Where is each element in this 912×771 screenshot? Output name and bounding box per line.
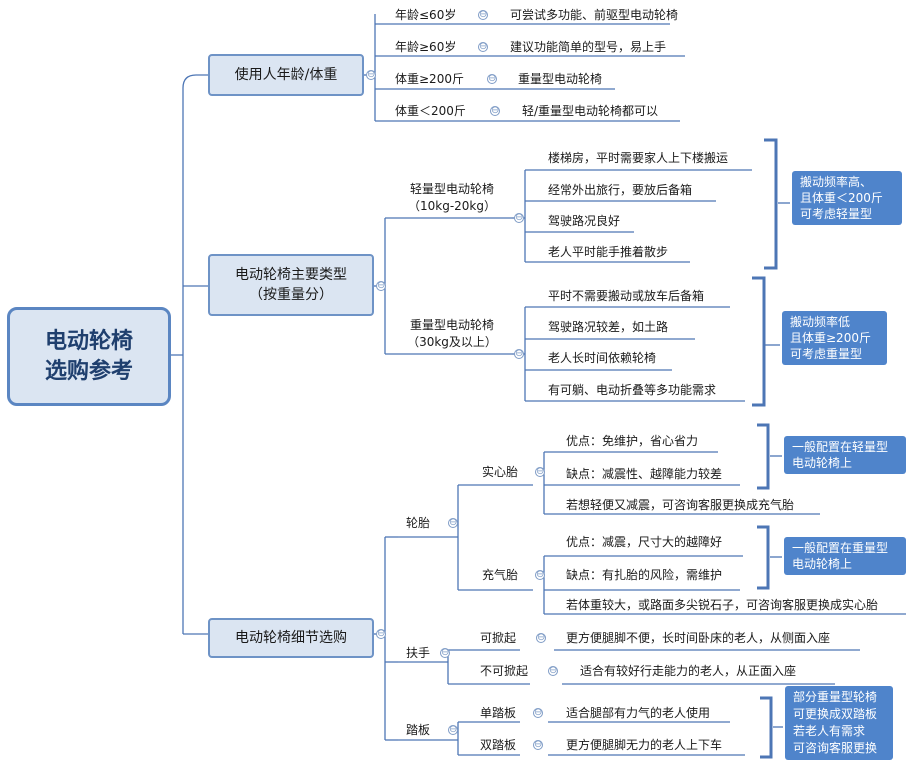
root-node[interactable]: 电动轮椅 选购参考 <box>7 307 171 406</box>
heavy-type-node[interactable]: 重量型电动轮椅 （30kg及以上） <box>396 317 508 351</box>
light-item-2: 经常外出旅行，要放后备箱 <box>548 183 693 197</box>
collapse-icon[interactable]: ⊖ <box>490 105 500 116</box>
collapse-icon[interactable]: ⊖ <box>478 9 488 20</box>
light-note-line1: 搬动频率高、 <box>800 175 873 189</box>
light-note: 搬动频率高、 且体重＜200斤 可考虑轻量型 <box>792 171 902 225</box>
age-weight-node[interactable]: 使用人年龄/体重 <box>208 54 364 96</box>
pedal-note-line1: 部分重量型轮椅 <box>793 690 878 704</box>
double-pedal-text: 更方便腿脚无力的老人上下车 <box>566 738 723 752</box>
types-title-line1: 电动轮椅主要类型 <box>235 267 347 283</box>
heavy-item-4: 有可躺、电动折叠等多功能需求 <box>548 383 717 397</box>
air-tire-note: 一般配置在重量型 电动轮椅上 <box>784 537 906 575</box>
collapse-icon[interactable]: ⊖ <box>548 665 558 676</box>
age-weight-title: 使用人年龄/体重 <box>234 67 338 83</box>
armrest-label[interactable]: 扶手 <box>406 646 431 660</box>
pedal-note: 部分重量型轮椅 可更换成双踏板 若老人有需求 可咨询客服更换 <box>785 686 893 760</box>
heavy-item-3: 老人长时间依赖轮椅 <box>548 351 657 365</box>
collapse-icon[interactable]: ⊖ <box>487 73 497 84</box>
light-type-line2: （10kg-20kg） <box>407 199 496 213</box>
solid-tire-label[interactable]: 实心胎 <box>482 465 519 479</box>
heavy-item-1: 平时不需要搬动或放车后备箱 <box>548 289 705 303</box>
solid-note-line2: 电动轮椅上 <box>792 456 853 470</box>
heavy-note-line2: 且体重≥200斤 <box>790 331 871 345</box>
light-note-line2: 且体重＜200斤 <box>800 191 883 205</box>
fixed-label[interactable]: 不可掀起 <box>480 664 529 678</box>
heavy-type-line1: 重量型电动轮椅 <box>409 318 494 332</box>
detail-node[interactable]: 电动轮椅细节选购 <box>208 618 374 658</box>
air-tire-pro: 优点：减震，尺寸大的越障好 <box>566 535 723 549</box>
collapse-icon[interactable]: ⊖ <box>533 707 543 718</box>
weight-cond-2: 体重＜200斤 <box>395 104 466 118</box>
pedal-note-line4: 可咨询客服更换 <box>793 741 878 755</box>
collapse-icon[interactable]: ⊖ <box>533 739 543 750</box>
heavy-type-line2: （30kg及以上） <box>407 335 497 349</box>
double-pedal-label[interactable]: 双踏板 <box>480 738 517 752</box>
tire-label[interactable]: 轮胎 <box>406 516 431 530</box>
collapse-icon[interactable]: ⊖ <box>448 517 458 528</box>
age-text-1: 可尝试多功能、前驱型电动轮椅 <box>510 8 679 22</box>
pedal-note-line2: 可更换成双踏板 <box>793 707 878 721</box>
collapse-icon[interactable]: ⊖ <box>448 724 458 735</box>
liftable-text: 更方便腿脚不便，长时间卧床的老人，从侧面入座 <box>566 631 831 645</box>
air-tire-label[interactable]: 充气胎 <box>482 568 519 582</box>
types-title-line2: （按重量分） <box>249 287 333 303</box>
root-title-line2: 选购参考 <box>44 358 133 384</box>
heavy-item-2: 驾驶路况较差，如土路 <box>548 320 669 334</box>
collapse-icon[interactable]: ⊖ <box>514 348 524 359</box>
collapse-icon[interactable]: ⊖ <box>514 212 524 223</box>
air-tire-con: 缺点：有扎胎的风险，需维护 <box>566 568 723 582</box>
air-tire-tip: 若体重较大，或路面多尖锐石子，可咨询客服更换成实心胎 <box>566 598 879 612</box>
collapse-icon[interactable]: ⊖ <box>536 632 546 643</box>
light-item-4: 老人平时能手推着散步 <box>548 245 669 259</box>
liftable-label[interactable]: 可掀起 <box>480 631 517 645</box>
heavy-note-line3: 可考虑重量型 <box>790 347 863 361</box>
age-text-2: 建议功能简单的型号，易上手 <box>510 40 667 54</box>
light-type-line1: 轻量型电动轮椅 <box>409 182 494 196</box>
light-type-node[interactable]: 轻量型电动轮椅 （10kg-20kg） <box>396 181 508 215</box>
solid-tire-pro: 优点：免维护，省心省力 <box>566 434 699 448</box>
weight-text-1: 重量型电动轮椅 <box>518 72 603 86</box>
root-title-line1: 电动轮椅 <box>44 328 133 354</box>
collapse-icon[interactable]: ⊖ <box>535 569 545 580</box>
collapse-icon[interactable]: ⊖ <box>535 466 545 477</box>
types-node[interactable]: 电动轮椅主要类型 （按重量分） <box>208 254 374 316</box>
solid-tire-con: 缺点：减震性、越障能力较差 <box>566 467 723 481</box>
air-note-line2: 电动轮椅上 <box>792 557 853 571</box>
pedal-note-line3: 若老人有需求 <box>793 724 866 738</box>
single-pedal-label[interactable]: 单踏板 <box>480 706 517 720</box>
collapse-icon[interactable]: ⊖ <box>366 69 376 80</box>
heavy-note: 搬动频率低 且体重≥200斤 可考虑重量型 <box>782 311 887 365</box>
collapse-icon[interactable]: ⊖ <box>376 628 386 639</box>
collapse-icon[interactable]: ⊖ <box>376 280 386 291</box>
light-note-line3: 可考虑轻量型 <box>800 207 873 221</box>
solid-note-line1: 一般配置在轻量型 <box>792 440 889 454</box>
pedal-label[interactable]: 踏板 <box>406 723 431 737</box>
solid-tire-note: 一般配置在轻量型 电动轮椅上 <box>784 436 906 474</box>
single-pedal-text: 适合腿部有力气的老人使用 <box>566 706 711 720</box>
heavy-note-line1: 搬动频率低 <box>790 315 851 329</box>
detail-title: 电动轮椅细节选购 <box>235 630 347 646</box>
weight-cond-1: 体重≥200斤 <box>395 72 464 86</box>
fixed-text: 适合有较好行走能力的老人，从正面入座 <box>580 664 797 678</box>
air-note-line1: 一般配置在重量型 <box>792 541 889 555</box>
collapse-icon[interactable]: ⊖ <box>478 41 488 52</box>
solid-tire-tip: 若想轻便又减震，可咨询客服更换成充气胎 <box>566 498 795 512</box>
light-item-3: 驾驶路况良好 <box>548 214 621 228</box>
collapse-icon[interactable]: ⊖ <box>440 647 450 658</box>
age-cond-2: 年龄≥60岁 <box>395 40 457 54</box>
weight-text-2: 轻/重量型电动轮椅都可以 <box>522 104 659 118</box>
age-cond-1: 年龄≤60岁 <box>395 8 457 22</box>
light-item-1: 楼梯房，平时需要家人上下楼搬运 <box>548 151 729 165</box>
